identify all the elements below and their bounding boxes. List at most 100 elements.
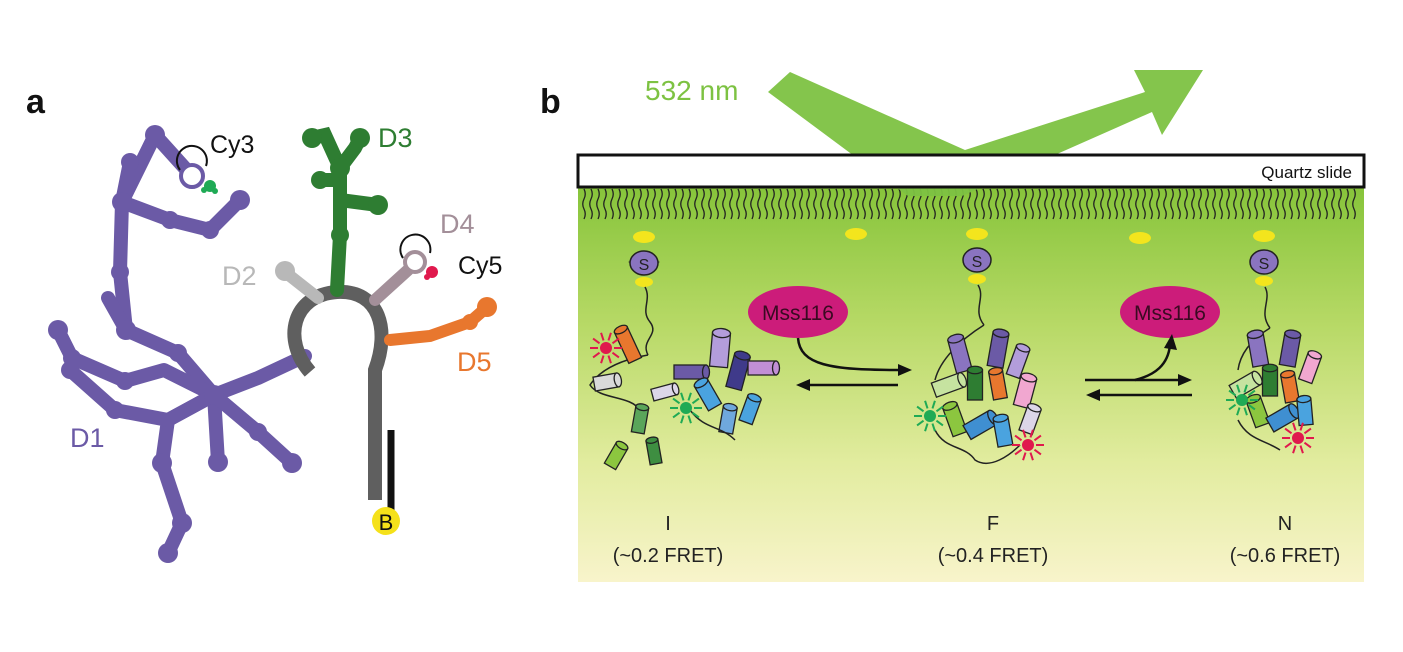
helix-cylinder <box>1228 370 1263 400</box>
peg-strand <box>1156 188 1160 220</box>
d1-label: D1 <box>70 423 105 453</box>
d3-nodes <box>302 128 388 244</box>
helix-cylinder <box>987 366 1009 401</box>
fluorescence-ray <box>687 392 692 401</box>
peg-strand <box>1275 188 1279 220</box>
peg-strand <box>1107 188 1111 220</box>
peg-brush <box>582 188 1356 220</box>
fluorescence-ray <box>611 351 620 359</box>
peg-strand <box>750 188 754 220</box>
helix-cylinder <box>966 365 984 401</box>
peg-strand <box>1352 188 1356 220</box>
helix-cylinder <box>947 333 973 375</box>
peg-strand <box>1191 188 1195 220</box>
fluorescence-ray <box>1292 422 1297 431</box>
d5-domain <box>384 297 497 346</box>
peg-strand <box>869 188 873 220</box>
peg-strand <box>638 188 642 220</box>
peg-strand <box>834 188 838 220</box>
peg-strand <box>1282 188 1286 220</box>
helix-cylinder <box>1018 403 1042 436</box>
rna-linker <box>589 354 649 411</box>
peg-strand <box>715 188 719 220</box>
peg-strand <box>1058 188 1062 220</box>
peg-strand <box>988 188 992 220</box>
peg-strand <box>1135 188 1139 220</box>
peg-strand <box>820 188 824 220</box>
helix-cylinder <box>650 382 680 402</box>
peg-strand <box>1121 188 1125 220</box>
fluorophore <box>1022 439 1034 451</box>
fluorescence-ray <box>607 332 612 341</box>
rna-state-f <box>914 324 1044 465</box>
peg-strand <box>1303 188 1307 220</box>
fluorescence-ray <box>691 397 700 405</box>
d2-domain <box>275 261 324 304</box>
mss116-label-2: Mss116 <box>1134 302 1206 325</box>
panel-a: a <box>26 83 502 563</box>
peg-strand <box>1254 188 1258 220</box>
fluorescence-ray <box>611 337 620 345</box>
peg-strand <box>764 188 768 220</box>
peg-strand <box>890 188 894 220</box>
fluorescence-ray <box>1022 429 1027 438</box>
peg-strand <box>1289 188 1293 220</box>
fluorescence-ray <box>1236 407 1241 416</box>
fluorescence-ray <box>1243 384 1248 393</box>
peg-strand <box>855 188 859 220</box>
fluorophore <box>924 410 936 422</box>
peg-strand <box>1205 188 1209 220</box>
streptavidin-label-n: S <box>1259 256 1270 273</box>
helix-cylinder <box>725 350 751 392</box>
fluorescence-ray <box>1014 448 1023 456</box>
fluorescence-ray <box>687 415 692 424</box>
peg-strand <box>981 188 985 220</box>
peg-strand <box>1051 188 1055 220</box>
fluorescence-ray <box>1022 452 1027 461</box>
peg-strand <box>1142 188 1146 220</box>
fluorescence-ray <box>680 392 685 401</box>
surface-biotins <box>633 228 1275 244</box>
cy3-dye <box>175 144 218 194</box>
fluorescence-ray <box>931 400 936 409</box>
d3-domain <box>305 126 385 297</box>
equilibrium-arrow-2 <box>1085 334 1192 401</box>
state-i-fret: (~0.2 FRET) <box>613 545 724 567</box>
peg-strand <box>1338 188 1342 220</box>
peg-strand <box>617 188 621 220</box>
state-f: F (~0.4 FRET) <box>938 513 1049 567</box>
state-i: I (~0.2 FRET) <box>613 513 724 567</box>
fluorescence-ray <box>916 405 925 413</box>
cy5-label: Cy5 <box>458 252 502 280</box>
peg-strand <box>1198 188 1202 220</box>
peg-strand <box>1149 188 1153 220</box>
helix-cylinder <box>986 328 1010 369</box>
peg-strand <box>722 188 726 220</box>
d3-label: D3 <box>378 123 413 153</box>
helix-cylinder <box>708 327 732 369</box>
peg-strand <box>1247 188 1251 220</box>
peg-strand <box>659 188 663 220</box>
fluorescence-ray <box>1303 427 1312 435</box>
peg-strand <box>848 188 852 220</box>
fluorescence-ray <box>600 355 605 364</box>
peg-strand <box>1212 188 1216 220</box>
peg-strand <box>582 188 586 220</box>
peg-strand <box>1044 188 1048 220</box>
fluorophore <box>1236 394 1248 406</box>
fluorescence-ray <box>1033 448 1042 456</box>
fluorescence-ray <box>672 397 681 405</box>
peg-strand <box>1086 188 1090 220</box>
fluorescence-ray <box>672 411 681 419</box>
peg-strand <box>596 188 600 220</box>
helix-cylinder <box>1278 329 1302 368</box>
streptavidin-f: S <box>962 247 992 326</box>
helix-cylinder <box>941 400 969 438</box>
peg-strand <box>1114 188 1118 220</box>
peg-strand <box>736 188 740 220</box>
helix-cylinder <box>930 371 968 399</box>
helix-cylinder <box>962 409 999 441</box>
fluorescence-ray <box>592 351 601 359</box>
peg-strand <box>757 188 761 220</box>
state-i-letter: I <box>665 513 671 535</box>
